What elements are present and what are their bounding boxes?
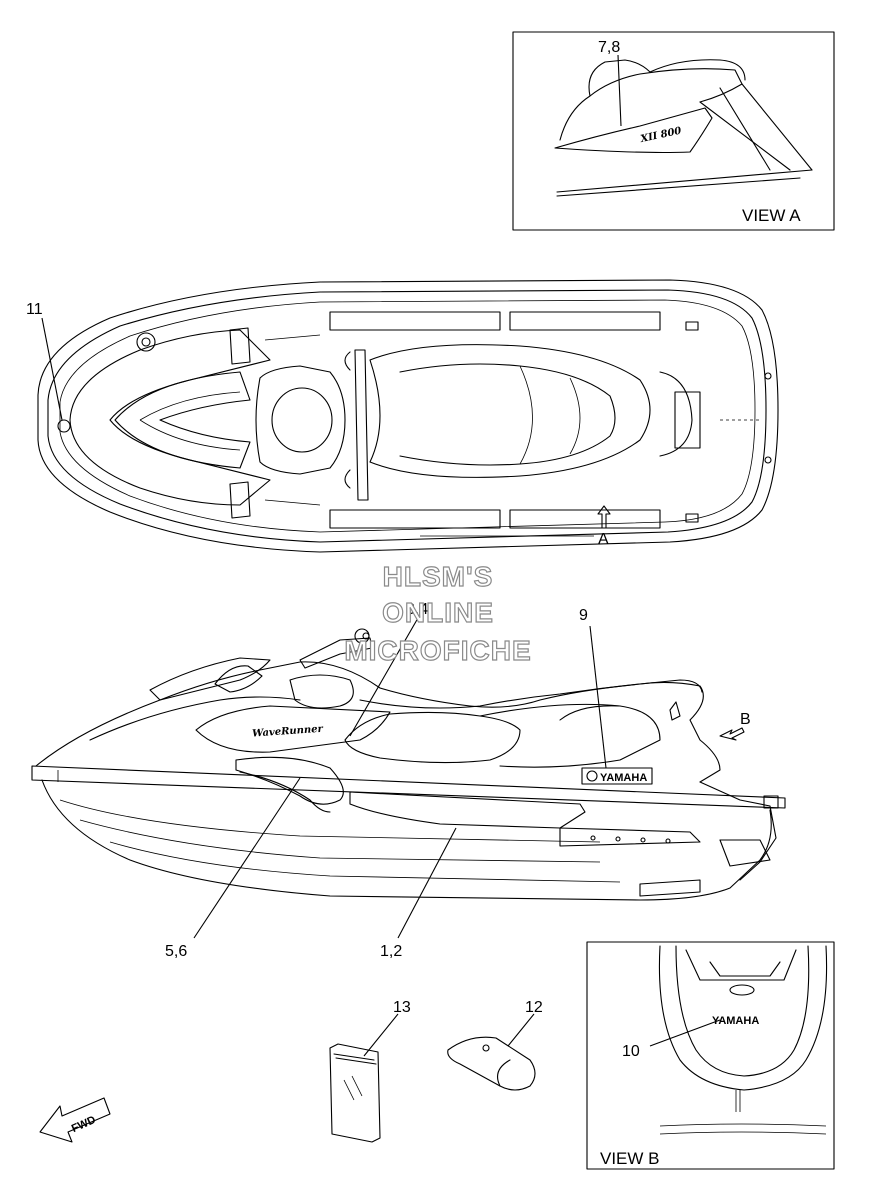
callout-12: 12	[525, 999, 543, 1016]
yamaha-side-decal-text: YAMAHA	[600, 772, 647, 784]
view-a-label: VIEW A	[742, 206, 801, 225]
waverunner-decal-panel	[195, 705, 391, 753]
view-b-arrow-label: B	[740, 711, 751, 728]
watermark-line-2: ONLINE	[382, 597, 494, 628]
watermark: HLSM'S ONLINE MICROFICHE	[344, 560, 532, 666]
watermark-line-3: MICROFICHE	[344, 635, 531, 666]
view-b-inset: YAMAHA 10 VIEW B	[586, 941, 835, 1170]
waverunner-decal-text: WaveRunner	[252, 724, 324, 740]
view-b-arrow	[719, 727, 745, 741]
view-a-arrow	[597, 505, 611, 529]
top-view-craft: 11 A	[26, 279, 779, 553]
pouch-part-13: 13	[329, 999, 411, 1143]
callout-11: 11	[26, 301, 43, 318]
callout-5-6: 5,6	[165, 943, 187, 960]
yamaha-rear-decal-text: YAMAHA	[712, 1015, 759, 1027]
view-b-frame	[586, 941, 835, 1170]
callout-9: 9	[579, 607, 588, 624]
side-view-craft: WaveRunner YAMAHA B 3,4 9 5,6 1,2	[31, 601, 786, 960]
watermark-line-1: HLSM'S	[383, 561, 494, 592]
model-decal-text: XII 800	[639, 126, 683, 146]
yamaha-side-decal	[581, 767, 653, 785]
callout-13: 13	[393, 999, 411, 1016]
view-a-inset: XII 800 7,8 VIEW A	[512, 31, 835, 231]
callout-1-2: 1,2	[380, 943, 402, 960]
callout-3-4: 3,4	[406, 601, 428, 618]
callout-10: 10	[622, 1043, 640, 1060]
fwd-arrow: FWD	[39, 1097, 111, 1143]
view-a-frame	[512, 31, 835, 231]
callout-7-8: 7,8	[598, 39, 620, 56]
fwd-arrow-label: FWD	[70, 1114, 98, 1135]
cover-part-12: 12	[447, 999, 543, 1091]
model-decal-panel	[554, 107, 713, 154]
view-a-arrow-label: A	[598, 531, 609, 548]
bow-light	[57, 419, 71, 433]
view-b-label: VIEW B	[600, 1149, 660, 1168]
